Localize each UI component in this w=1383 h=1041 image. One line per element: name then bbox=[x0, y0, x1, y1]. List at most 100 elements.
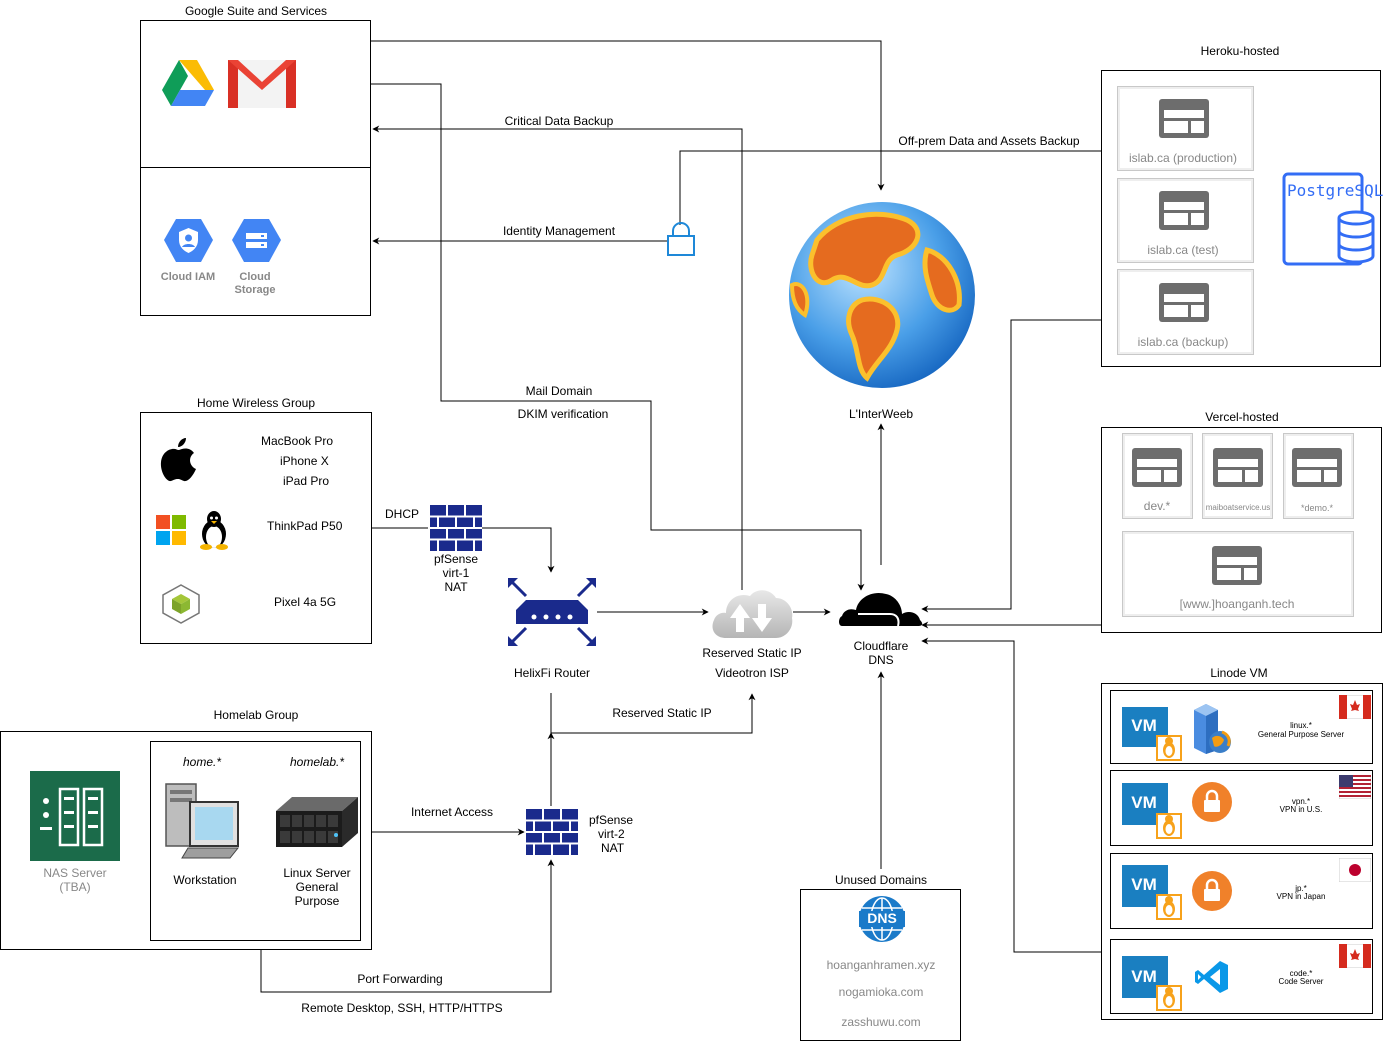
heroku-app-production-label: islab.ca (production) bbox=[1128, 151, 1238, 165]
firewall-icon[interactable] bbox=[430, 505, 482, 551]
device-macbook: MacBook Pro bbox=[261, 434, 334, 448]
web-app-icon bbox=[1159, 283, 1209, 322]
wireless-group-title: Home Wireless Group bbox=[196, 396, 316, 410]
homelab-domain-label: homelab.* bbox=[289, 755, 345, 769]
home-domain-label: home.* bbox=[182, 755, 222, 769]
linux-server-icon[interactable] bbox=[276, 795, 358, 847]
web-app-icon bbox=[1132, 448, 1182, 487]
linux-tux-icon bbox=[200, 511, 228, 550]
vm-code-desc: Code Server bbox=[1278, 977, 1324, 986]
apple-icon bbox=[160, 438, 196, 482]
vercel-app-demo-label: *demo.* bbox=[1300, 503, 1334, 513]
cloudflare-dns: DNS bbox=[868, 653, 894, 667]
vm-vpn-us-domain: vpn.* bbox=[1291, 797, 1311, 806]
cloud-storage-label-1: Cloud bbox=[239, 271, 271, 283]
linux-server-label-1: Linux Server bbox=[283, 866, 351, 880]
pfsense2-mode: NAT bbox=[601, 841, 625, 855]
gmail-icon[interactable] bbox=[228, 60, 296, 108]
pfsense2-host: virt-2 bbox=[598, 827, 625, 841]
edge-identity: Identity Management bbox=[502, 224, 616, 238]
canada-flag-icon bbox=[1339, 944, 1371, 968]
vm-code-domain: code.* bbox=[1289, 969, 1313, 978]
cloud-storage-label-2: Storage bbox=[234, 284, 276, 296]
linode-group-title: Linode VM bbox=[1210, 666, 1268, 680]
cloud-iam-label: Cloud IAM bbox=[160, 271, 216, 283]
internet-label: L'InterWeeb bbox=[848, 407, 914, 421]
edge-remote-protocols: Remote Desktop, SSH, HTTP/HTTPS bbox=[301, 1001, 503, 1015]
vm-badge-label: VM bbox=[1131, 967, 1157, 986]
cloudflare-icon[interactable] bbox=[838, 588, 924, 628]
google-divider bbox=[140, 167, 371, 168]
unused-domain-3: zasshuwu.com bbox=[841, 1015, 921, 1029]
edge-port-forwarding: Port Forwarding bbox=[357, 972, 443, 986]
edge-dkim: DKIM verification bbox=[517, 407, 609, 421]
web-app-icon bbox=[1292, 448, 1342, 487]
usa-flag-icon bbox=[1339, 775, 1371, 799]
android-package-icon bbox=[162, 584, 200, 624]
firewall-icon[interactable] bbox=[526, 809, 578, 855]
nas-server-label: NAS Server bbox=[43, 866, 107, 880]
edge-dhcp: DHCP bbox=[385, 507, 420, 521]
homelab-group-title: Homelab Group bbox=[213, 708, 299, 722]
vm-badge-label: VM bbox=[1131, 793, 1157, 812]
vm-vpn-jp-desc: VPN in Japan bbox=[1276, 892, 1326, 901]
vm-badge-label: VM bbox=[1131, 716, 1157, 735]
nas-server-icon[interactable] bbox=[30, 771, 120, 861]
lock-icon bbox=[667, 222, 695, 256]
vercel-app-dev-label: dev.* bbox=[1143, 499, 1171, 513]
linux-os-icon bbox=[1156, 735, 1182, 761]
edge-reserved-ip: Reserved Static IP bbox=[612, 706, 712, 720]
windows-icon bbox=[156, 515, 186, 545]
google-drive-icon[interactable] bbox=[162, 60, 214, 106]
vpn-lock-icon bbox=[1192, 871, 1232, 911]
japan-flag-icon bbox=[1339, 858, 1371, 882]
web-app-icon bbox=[1159, 191, 1209, 230]
workstation-icon[interactable] bbox=[164, 780, 240, 860]
postgresql-icon[interactable] bbox=[1282, 172, 1378, 266]
router-icon[interactable] bbox=[506, 576, 598, 648]
globe-icon[interactable] bbox=[787, 200, 977, 390]
isp-ip-label: Reserved Static IP bbox=[702, 646, 802, 660]
heroku-group-title: Heroku-hosted bbox=[1200, 44, 1280, 58]
pfsense2-name: pfSense bbox=[589, 813, 634, 827]
edge-offprem-backup: Off-prem Data and Assets Backup bbox=[898, 134, 1080, 148]
device-iphone: iPhone X bbox=[280, 454, 329, 468]
pfsense1-host: virt-1 bbox=[442, 566, 470, 580]
linux-os-icon bbox=[1156, 894, 1182, 920]
isp-name-label: Videotron ISP bbox=[715, 666, 789, 680]
web-app-icon bbox=[1212, 546, 1262, 585]
device-thinkpad: ThinkPad P50 bbox=[267, 519, 343, 533]
vm-vpn-jp-domain: jp.* bbox=[1295, 884, 1307, 893]
isp-cloud-icon[interactable] bbox=[710, 586, 794, 640]
cloud-iam-icon[interactable] bbox=[164, 219, 213, 262]
vercel-app-hoanganh-label: [www.]hoanganh.tech bbox=[1179, 597, 1295, 611]
cloud-storage-icon[interactable] bbox=[232, 219, 281, 262]
dns-globe-icon bbox=[859, 896, 905, 942]
linux-server-label-3: Purpose bbox=[294, 894, 340, 908]
web-app-icon bbox=[1213, 448, 1263, 487]
unused-domain-1: hoanganhramen.xyz bbox=[826, 958, 936, 972]
unused-domain-2: nogamioka.com bbox=[838, 985, 924, 999]
vm-linux-domain: linux.* bbox=[1290, 721, 1312, 730]
vercel-group-title: Vercel-hosted bbox=[1205, 410, 1279, 424]
canada-flag-icon bbox=[1339, 695, 1371, 719]
vm-linux-desc: General Purpose Server bbox=[1257, 730, 1345, 739]
pfsense1-mode: NAT bbox=[444, 580, 468, 594]
vpn-lock-icon bbox=[1192, 782, 1232, 822]
web-server-icon bbox=[1194, 704, 1231, 754]
workstation-label: Workstation bbox=[173, 873, 237, 887]
linux-os-icon bbox=[1156, 813, 1182, 839]
device-pixel: Pixel 4a 5G bbox=[274, 595, 337, 609]
postgresql-label: PostgreSQL bbox=[1287, 181, 1383, 200]
pfsense1-name: pfSense bbox=[433, 552, 479, 566]
heroku-app-backup-label: islab.ca (backup) bbox=[1137, 335, 1229, 349]
google-group-title: Google Suite and Services bbox=[184, 4, 328, 18]
vscode-icon bbox=[1195, 961, 1228, 993]
vm-vpn-us-desc: VPN in U.S. bbox=[1279, 805, 1323, 814]
unused-group-title: Unused Domains bbox=[834, 873, 928, 887]
edge-critical-backup: Critical Data Backup bbox=[504, 114, 614, 128]
device-ipad: iPad Pro bbox=[283, 474, 330, 488]
edge-mail-domain: Mail Domain bbox=[525, 384, 593, 398]
edge-internet-access: Internet Access bbox=[410, 805, 494, 819]
linux-os-icon bbox=[1156, 985, 1182, 1011]
